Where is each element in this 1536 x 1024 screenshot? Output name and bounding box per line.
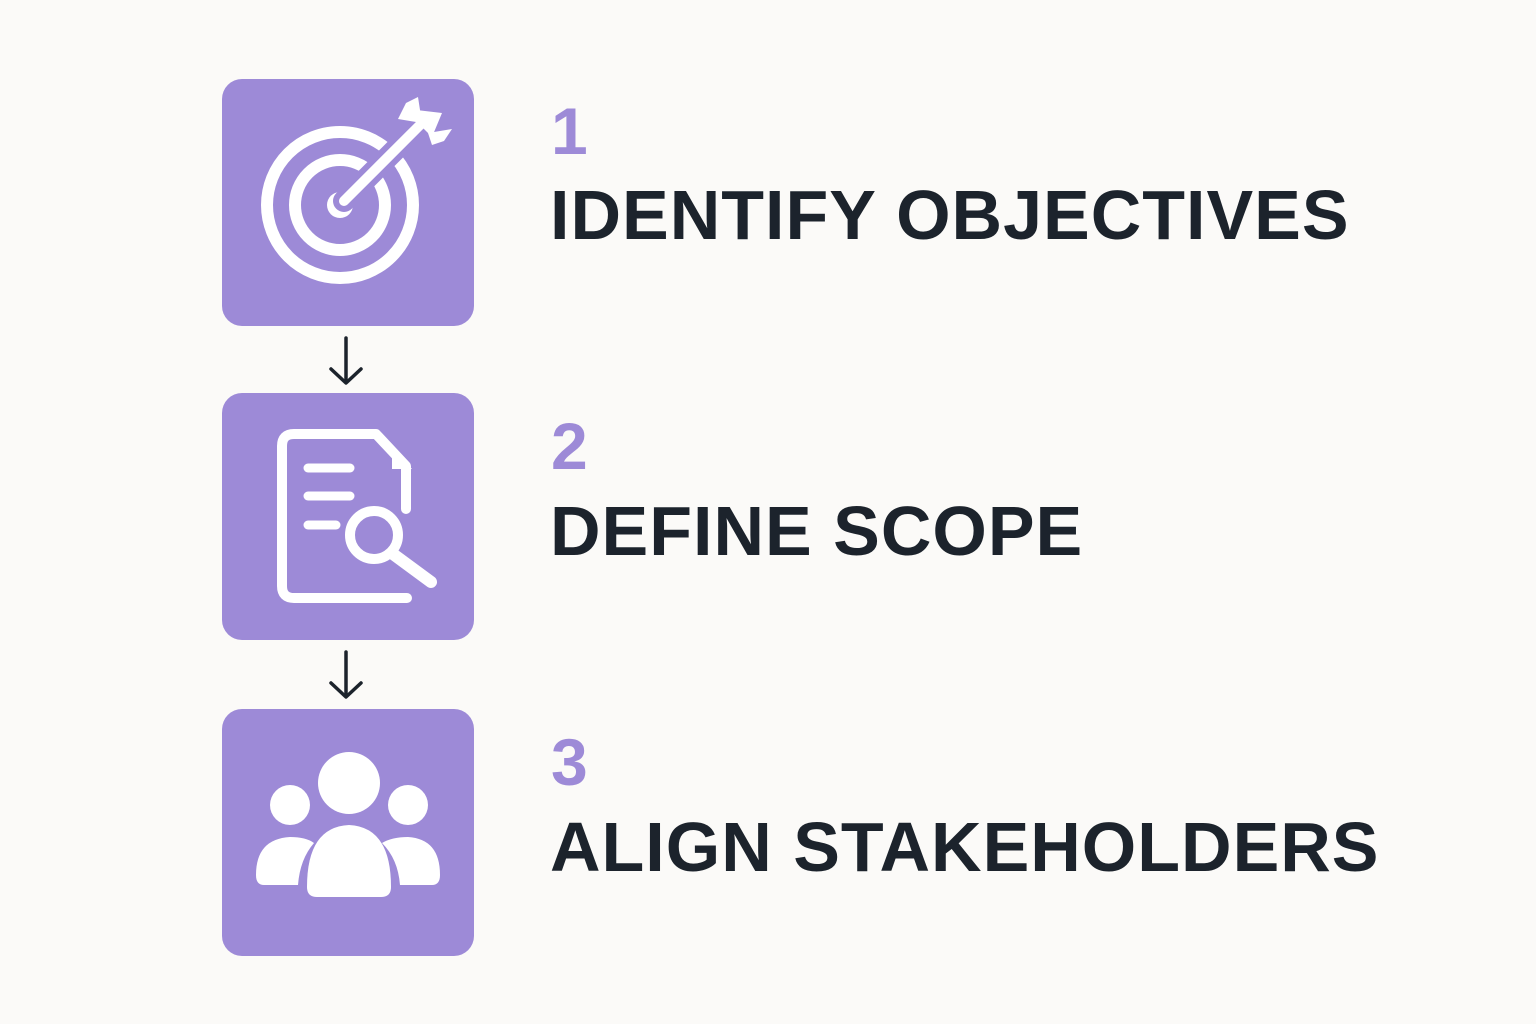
step-2-icon-box [222,393,474,640]
step-3-number: 3 [551,725,588,799]
step-1-title: IDENTIFY OBJECTIVES [550,176,1350,254]
target-icon [261,97,452,284]
step-2-title: DEFINE SCOPE [550,492,1084,570]
arrow-down-icon [329,336,363,385]
step-3-title: ALIGN STAKEHOLDERS [550,808,1380,886]
step-2-number: 2 [551,409,588,483]
arrow-down-icon [329,650,363,699]
step-1-number: 1 [551,94,588,168]
step-3-icon-box [222,709,474,956]
step-1-icon-box [222,79,474,326]
document-search-icon [277,429,437,603]
people-group-icon [256,752,440,897]
